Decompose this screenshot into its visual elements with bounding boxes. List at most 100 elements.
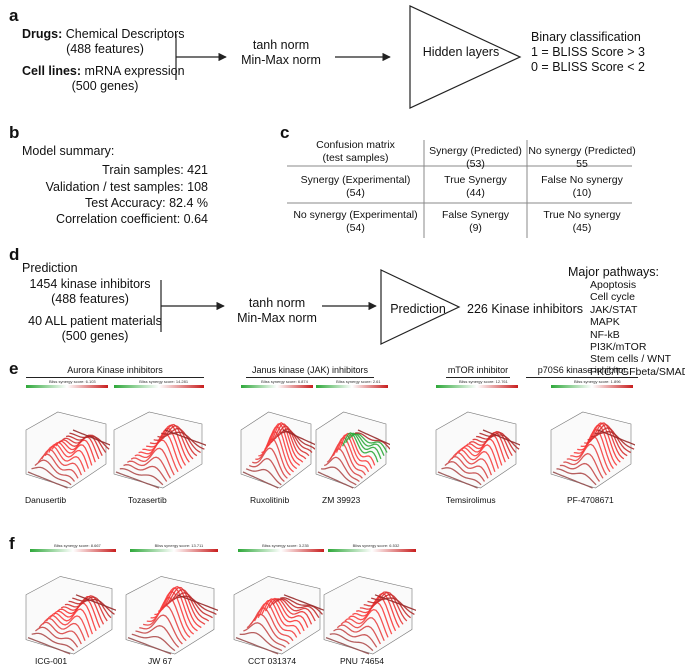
bliss-score-label: Bliss synergy score: 1.896 [573, 379, 621, 384]
confusion-row2-line1: No synergy (Experimental) [293, 209, 418, 221]
norm-d-line2: Min-Max norm [237, 311, 317, 325]
cell-true-synergy-line2: (44) [466, 187, 485, 199]
classification-line2: 1 = BLISS Score > 3 [531, 45, 645, 59]
cell-true-no-synergy-line2: (45) [572, 222, 592, 234]
drugs-label: Drugs: Chemical Descriptors [22, 27, 185, 42]
drug-label: ZM 39923 [322, 495, 361, 505]
confusion-header-1-line2: (53) [466, 158, 485, 170]
train-samples: Train samples: 421 [102, 163, 208, 177]
drugs-text: Chemical Descriptors [65, 27, 185, 41]
drugs-bold: Drugs: [22, 27, 63, 41]
hidden-layers-label: Hidden layers [422, 45, 500, 59]
prediction-result: 226 Kinase inhibitors [467, 302, 584, 316]
drug-label: PNU 74654 [340, 656, 384, 666]
kinase-inhibitors-input: 1454 kinase inhibitors (488 features) [20, 277, 160, 307]
drug-label: Danusertib [25, 495, 67, 505]
bliss-score-label: Bliss synergy score: 13.711 [154, 543, 204, 548]
bliss-score-label: Bliss synergy score: 2.61 [336, 379, 381, 384]
synergy-surface-plot [233, 576, 324, 655]
group-title: Aurora Kinase inhibitors [67, 365, 163, 375]
cell-false-synergy-line1: False Synergy [441, 209, 510, 221]
bliss-color-bar [30, 549, 116, 552]
synergy-surface-plot [435, 411, 520, 489]
drug-label: Temsirolimus [446, 495, 496, 505]
cell-false-synergy-line2: (9) [469, 222, 482, 234]
bliss-color-bar [241, 385, 313, 388]
synergy-surface-plot [25, 576, 116, 655]
bliss-score-label: Bliss synergy score: 6.874 [261, 379, 308, 384]
confusion-header-0: Confusion matrix (test samples) [287, 139, 424, 165]
confusion-matrix-grid [287, 140, 632, 238]
panel-letter-b: b [9, 123, 20, 142]
group-title: p70S6 kinase inhibitor [537, 365, 627, 375]
hidden-layers-triangle [409, 5, 522, 109]
cells-label: Cell lines: mRNA expression [22, 64, 185, 79]
bliss-color-bar [551, 385, 633, 388]
cells-text: mRNA expression [84, 64, 185, 78]
cell-false-no-synergy-line2: (10) [572, 187, 592, 199]
confusion-cell-false-synergy: False Synergy (9) [424, 209, 527, 235]
prediction-triangle [380, 269, 461, 345]
correlation-coefficient: Correlation coefficient: 0.64 [56, 212, 208, 226]
panel-letter-d: d [9, 245, 20, 264]
bliss-score-label: Bliss synergy score: 12.761 [458, 379, 508, 384]
pathway-item: PKC/TGFbeta/SMAD [590, 365, 685, 378]
kinase-line2: (488 features) [51, 292, 129, 306]
cell-true-synergy-line1: True Synergy [444, 174, 507, 186]
patient-line2: (500 genes) [61, 329, 129, 343]
bliss-score-label: Bliss synergy score: 14.281 [139, 379, 189, 384]
synergy-surface-plot [323, 576, 416, 655]
pathways-title: Major pathways: [568, 265, 660, 279]
confusion-row1-line1: Synergy (Experimental) [300, 174, 411, 186]
cells-bold: Cell lines: [22, 64, 82, 78]
group-underline [246, 377, 374, 378]
synergy-surface-plot [550, 411, 635, 489]
confusion-row2-line2: (54) [346, 222, 365, 234]
confusion-header-1-line1: Synergy (Predicted) [429, 145, 522, 157]
panel-d-diagram [160, 269, 461, 345]
drugs-sub: (488 features) [66, 42, 144, 56]
drug-label: CCT 031374 [248, 656, 297, 666]
drug-label: PF-4708671 [567, 495, 614, 505]
confusion-cell-false-no-synergy: False No synergy (10) [527, 174, 637, 200]
pathway-item: Apoptosis [590, 279, 637, 291]
pathway-item: JAK/STAT [590, 303, 638, 316]
confusion-header-0-line1: Confusion matrix [316, 139, 395, 151]
pathway-item: MAPK [590, 316, 620, 329]
cell-true-no-synergy-line1: True No synergy [543, 209, 621, 221]
bliss-score-label: Bliss synergy score: 6.532 [352, 543, 400, 548]
validation-samples: Validation / test samples: 108 [45, 180, 208, 194]
cell-false-no-synergy-line1: False No synergy [541, 174, 623, 186]
bliss-score-label: Bliss synergy score: 8.667 [54, 543, 101, 548]
group-underline [446, 377, 510, 378]
confusion-header-1: Synergy (Predicted) (53) [424, 145, 527, 171]
patient-line1: 40 ALL patient materials [28, 314, 162, 328]
prediction-box-label: Prediction [390, 302, 446, 316]
group-title: mTOR inhibitor [447, 365, 509, 375]
norm-a-line1: tanh norm [252, 38, 310, 52]
cells-sub: (500 genes) [71, 79, 139, 93]
group-underline [26, 377, 204, 378]
bliss-color-bar [436, 385, 518, 388]
bliss-color-bar [328, 549, 416, 552]
drug-label: JW 67 [148, 656, 173, 666]
panel-letter-f: f [9, 534, 15, 553]
confusion-row1-label: Synergy (Experimental) (54) [287, 174, 424, 200]
pathway-item: Cell cycle [590, 291, 635, 304]
bliss-color-bar [316, 385, 388, 388]
test-accuracy: Test Accuracy: 82.4 % [85, 196, 208, 210]
classification-line3: 0 = BLISS Score < 2 [531, 60, 645, 74]
panel-letter-a: a [9, 6, 19, 25]
synergy-surface-plot [125, 576, 218, 655]
drug-label: Tozasertib [128, 495, 167, 505]
norm-d-line1: tanh norm [248, 296, 306, 310]
pathway-item: PI3K/mTOR [590, 341, 647, 354]
prediction-title: Prediction [22, 261, 78, 275]
panel-letter-e: e [9, 359, 19, 378]
bliss-color-bar [130, 549, 218, 552]
model-summary-title: Model summary: [22, 144, 115, 158]
drug-label: Ruxolitinib [250, 495, 290, 505]
classification-line1: Binary classification [531, 30, 641, 44]
norm-d: tanh norm Min-Max norm [222, 296, 332, 326]
